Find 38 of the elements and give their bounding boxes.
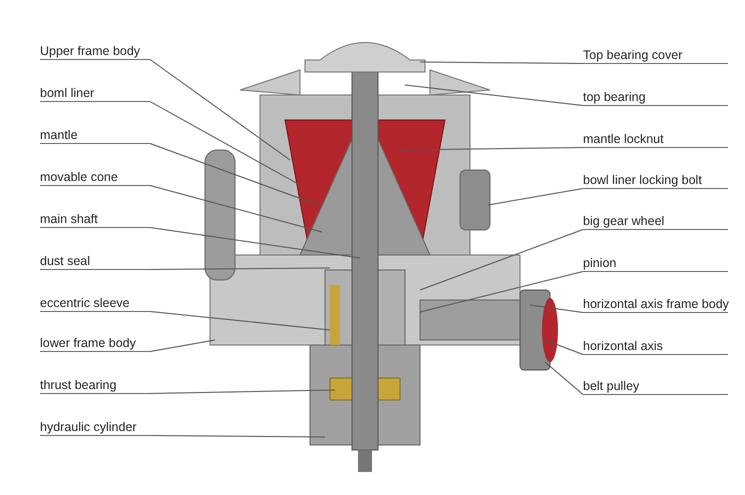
part-label: movable cone — [40, 168, 150, 186]
part-label: big gear wheel — [583, 212, 728, 230]
leader-line — [404, 84, 584, 106]
part-label: top bearing — [583, 88, 728, 106]
leader-line — [150, 185, 322, 232]
part-label: mantle locknut — [583, 130, 728, 148]
part-label: hydraulic cylinder — [40, 418, 150, 436]
leader-line — [150, 340, 216, 352]
part-label: eccentric sleeve — [40, 294, 150, 312]
leader-line — [150, 435, 326, 438]
part-label: horizontal axis — [583, 337, 728, 355]
part-label: belt pulley — [583, 377, 728, 395]
leader-line — [544, 362, 584, 395]
part-label: lower frame body — [40, 334, 150, 352]
leader-line — [400, 147, 584, 150]
leader-line — [150, 311, 330, 330]
part-label: horizontal axis frame body — [583, 295, 728, 313]
part-label: mantle — [40, 126, 150, 144]
leader-line — [488, 188, 584, 206]
leader-line — [150, 143, 318, 206]
part-label: main shaft — [40, 210, 150, 228]
leader-line — [150, 101, 300, 186]
part-label: Upper frame body — [40, 42, 150, 60]
part-label: boml liner — [40, 84, 150, 102]
leader-line — [530, 304, 584, 313]
leader-line — [420, 62, 584, 64]
part-label: dust seal — [40, 252, 150, 270]
leader-line — [150, 390, 336, 394]
part-label: thrust bearing — [40, 376, 150, 394]
part-label: bowl liner locking bolt — [583, 171, 728, 189]
part-label: Top bearing cover — [583, 46, 728, 64]
leader-line — [420, 271, 584, 312]
leader-line — [544, 340, 584, 355]
leader-line — [150, 227, 360, 258]
leader-line — [420, 229, 584, 290]
part-label: pinion — [583, 254, 728, 272]
leader-line — [150, 268, 330, 270]
leader-line — [150, 59, 290, 160]
